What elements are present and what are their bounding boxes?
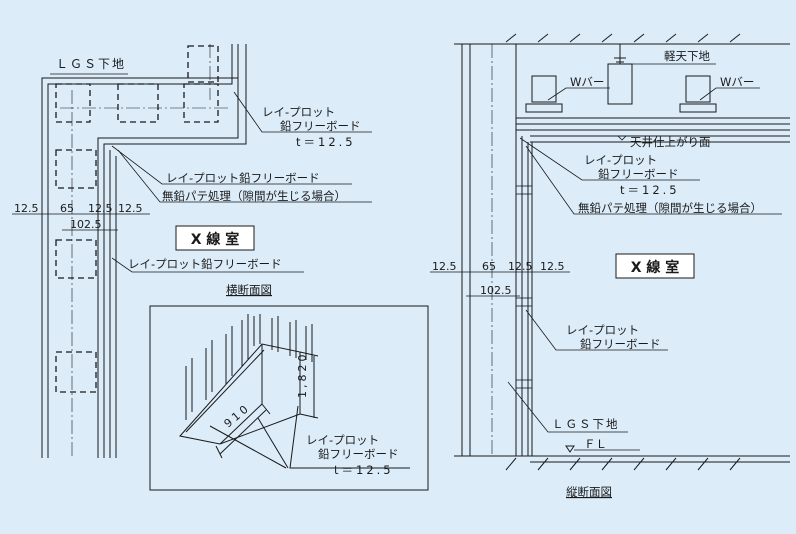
plan-dim-2: 65 — [60, 202, 74, 215]
inset-frame — [149, 305, 429, 491]
vs-room-label: X 線 室 — [631, 259, 680, 276]
inset-board-label-2: 鉛フリーボード — [318, 447, 399, 461]
plan-dim-3: 12.5 — [88, 202, 113, 215]
vs-leaders — [430, 63, 782, 451]
plan-dim-total: 102.5 — [70, 218, 102, 231]
vs-putty-note: 無鉛パテ処理（隙間が生じる場合） — [578, 201, 762, 215]
vs-wbar-right: Wバー — [720, 75, 754, 89]
vs-ceiling-frame — [525, 44, 717, 113]
vs-ceiling-finish: 天井仕上がり面 — [630, 135, 711, 149]
plan-wall-lines — [41, 44, 247, 458]
vs-dim-total: 102.5 — [480, 284, 512, 297]
plan-board-label-1: レイ-プロット — [262, 105, 335, 119]
vs-thickness: t＝12.5 — [620, 183, 680, 197]
inset-thickness: t＝12.5 — [334, 463, 394, 477]
vs-floor — [454, 445, 790, 471]
plan-centerlines — [60, 44, 230, 458]
plan-section — [12, 44, 372, 458]
vs-board-label-4: 鉛フリーボード — [580, 337, 661, 351]
vs-board-label-3: レイ-プロット — [566, 323, 639, 337]
vs-wbar-left: Wバー — [570, 75, 604, 89]
vs-concrete-wall — [461, 44, 517, 456]
plan-putty-note: 無鉛パテ処理（隙間が生じる場合） — [162, 189, 346, 203]
vs-room-box: X 線 室 — [615, 253, 695, 279]
vs-ceiling-label: 軽天下地 — [664, 49, 710, 63]
plan-room-label: X 線 室 — [191, 231, 240, 248]
vs-board-label-2: 鉛フリーボード — [598, 167, 679, 181]
plan-board-label-2: 鉛フリーボード — [280, 119, 361, 133]
plan-leaders — [12, 73, 372, 273]
inset-board-label-1: レイ-プロット — [306, 433, 379, 447]
plan-lgs-label: ＬＧＳ下地 — [56, 57, 126, 71]
plan-caption: 横断面図 — [226, 283, 272, 297]
inset-width-dim: 910 — [222, 401, 253, 430]
vs-caption: 縦断面図 — [566, 485, 612, 499]
vs-dim-3: 12.5 — [508, 260, 533, 273]
vs-wall-boards — [515, 130, 533, 456]
plan-dim-4: 12.5 — [118, 202, 143, 215]
plan-dimension-row: 12.5 65 12.5 12.5 — [14, 202, 143, 215]
vs-dim-2: 65 — [482, 260, 496, 273]
vs-joint-marks — [515, 185, 533, 389]
plan-room-box: X 線 室 — [175, 225, 255, 251]
inset-height-dim: 1,820 — [296, 352, 309, 399]
vertical-section — [430, 33, 790, 471]
plan-studs — [55, 45, 219, 393]
inset-isometric — [149, 305, 429, 491]
plan-dim-1: 12.5 — [14, 202, 39, 215]
vs-slab-top — [454, 33, 790, 45]
vs-dim-1: 12.5 — [432, 260, 457, 273]
vs-floor-label: ＦＬ — [584, 437, 607, 451]
vs-lgs-label: ＬＧＳ下地 — [552, 417, 620, 431]
plan-thickness: t＝12.5 — [296, 135, 356, 149]
plan-board-label-full-2: レイ-プロット鉛フリーボード — [128, 257, 282, 271]
vs-dimension-row: 12.5 65 12.5 12.5 — [432, 260, 565, 273]
plan-board-label-full-1: レイ-プロット鉛フリーボード — [166, 171, 320, 185]
vs-ceiling-boards — [516, 117, 790, 143]
vs-dim-4: 12.5 — [540, 260, 565, 273]
vs-board-label-1: レイ-プロット — [584, 153, 657, 167]
